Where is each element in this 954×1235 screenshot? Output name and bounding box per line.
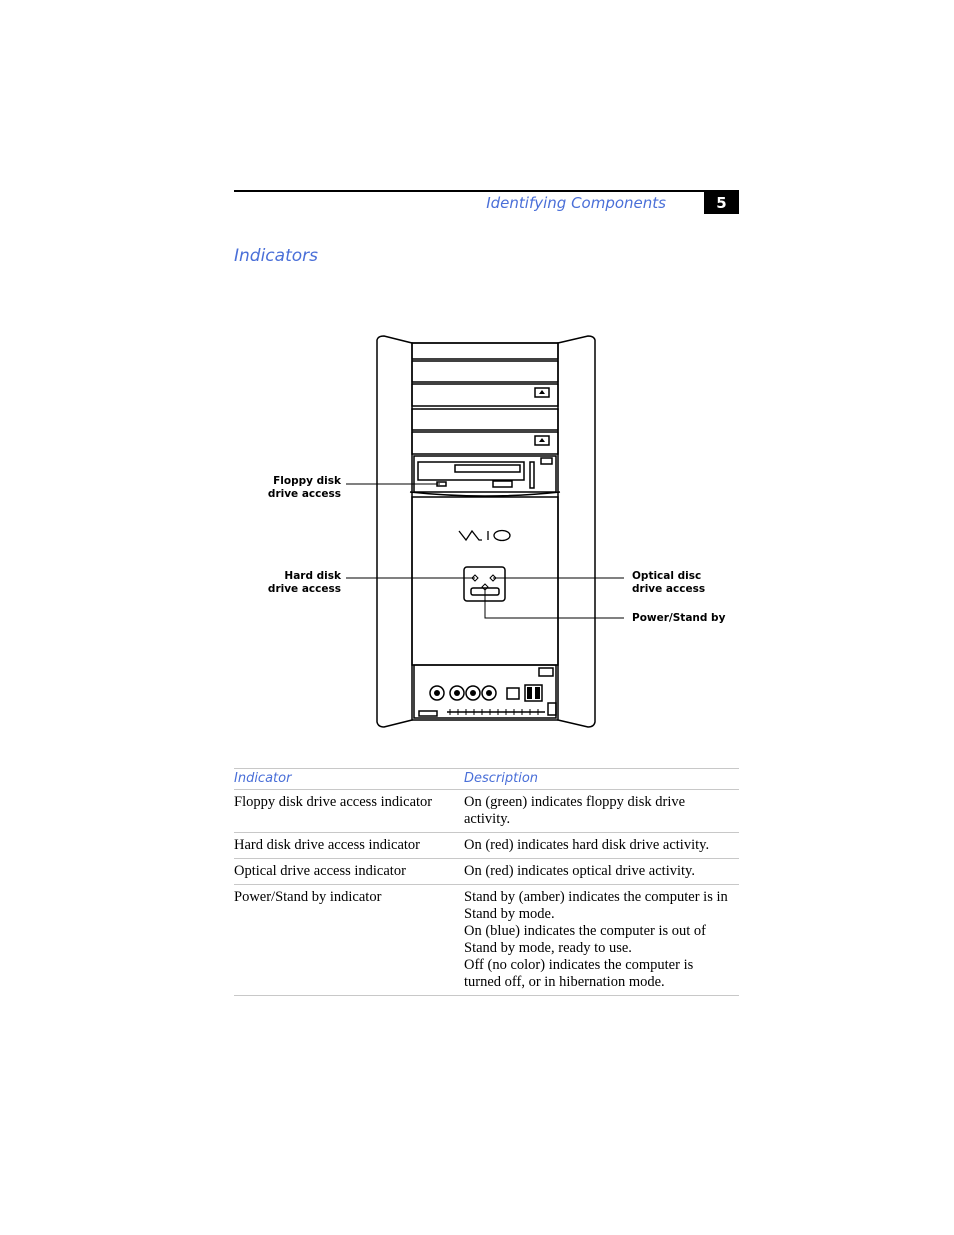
indicator-cell: Floppy disk drive access indicator xyxy=(234,789,464,833)
floppy-bay xyxy=(413,455,557,493)
optical-drive-1 xyxy=(411,360,559,383)
description-line: Stand by (amber) indicates the computer … xyxy=(464,889,728,922)
description-cell: Stand by (amber) indicates the computer … xyxy=(464,884,739,996)
indicators-table: Indicator Description Floppy disk drive … xyxy=(234,768,739,996)
header-rule xyxy=(234,190,739,192)
description-line: On (green) indicates floppy disk drive a… xyxy=(464,794,686,827)
tower-right-panel xyxy=(557,335,596,728)
description-line: On (red) indicates optical drive activit… xyxy=(464,863,695,879)
tower-left-panel xyxy=(376,335,413,728)
page-number: 5 xyxy=(704,192,739,214)
callout-optical-line2: drive access xyxy=(632,583,706,595)
callout-hard-disk: Hard disk drive access xyxy=(240,570,341,596)
power-leader-line xyxy=(484,590,624,619)
table-row: Optical drive access indicator On (red) … xyxy=(234,858,739,885)
description-line: On (blue) indicates the computer is out … xyxy=(464,923,707,956)
indicator-cell: Hard disk drive access indicator xyxy=(234,832,464,859)
callout-floppy-line2: drive access xyxy=(267,488,341,500)
top-bay xyxy=(411,342,559,360)
callout-hard-disk-line2: drive access xyxy=(267,583,341,595)
indicator-cell: Power/Stand by indicator xyxy=(234,884,464,996)
description-line: On (red) indicates hard disk drive activ… xyxy=(464,837,710,853)
port-bay xyxy=(413,664,557,719)
callout-floppy-line1: Floppy disk xyxy=(273,475,341,487)
optical-drive-2 xyxy=(411,408,559,431)
section-title: Indicators xyxy=(234,246,318,266)
column-header-indicator: Indicator xyxy=(234,768,464,790)
table-header-row: Indicator Description xyxy=(234,768,739,790)
center-panel xyxy=(411,496,559,666)
computer-front-diagram xyxy=(346,335,624,728)
indicator-cell: Optical drive access indicator xyxy=(234,858,464,885)
description-line: Off (no color) indicates the computer is… xyxy=(464,957,694,990)
callout-optical-line1: Optical disc xyxy=(632,570,702,582)
table-row: Power/Stand by indicator Stand by (amber… xyxy=(234,884,739,996)
vaio-logo xyxy=(458,529,511,542)
callout-floppy: Floppy disk drive access xyxy=(240,475,341,501)
running-header-title: Identifying Components xyxy=(486,194,666,212)
callout-hard-disk-line1: Hard disk xyxy=(284,570,341,582)
table-row: Hard disk drive access indicator On (red… xyxy=(234,832,739,859)
description-cell: On (green) indicates floppy disk drive a… xyxy=(464,789,739,833)
description-cell: On (red) indicates optical drive activit… xyxy=(464,858,739,885)
callout-power-line1: Power/Stand by xyxy=(632,612,726,624)
column-header-description: Description xyxy=(464,768,739,790)
table-row: Floppy disk drive access indicator On (g… xyxy=(234,789,739,833)
description-cell: On (red) indicates hard disk drive activ… xyxy=(464,832,739,859)
callout-power: Power/Stand by xyxy=(632,612,725,625)
callout-optical: Optical disc drive access xyxy=(632,570,705,596)
